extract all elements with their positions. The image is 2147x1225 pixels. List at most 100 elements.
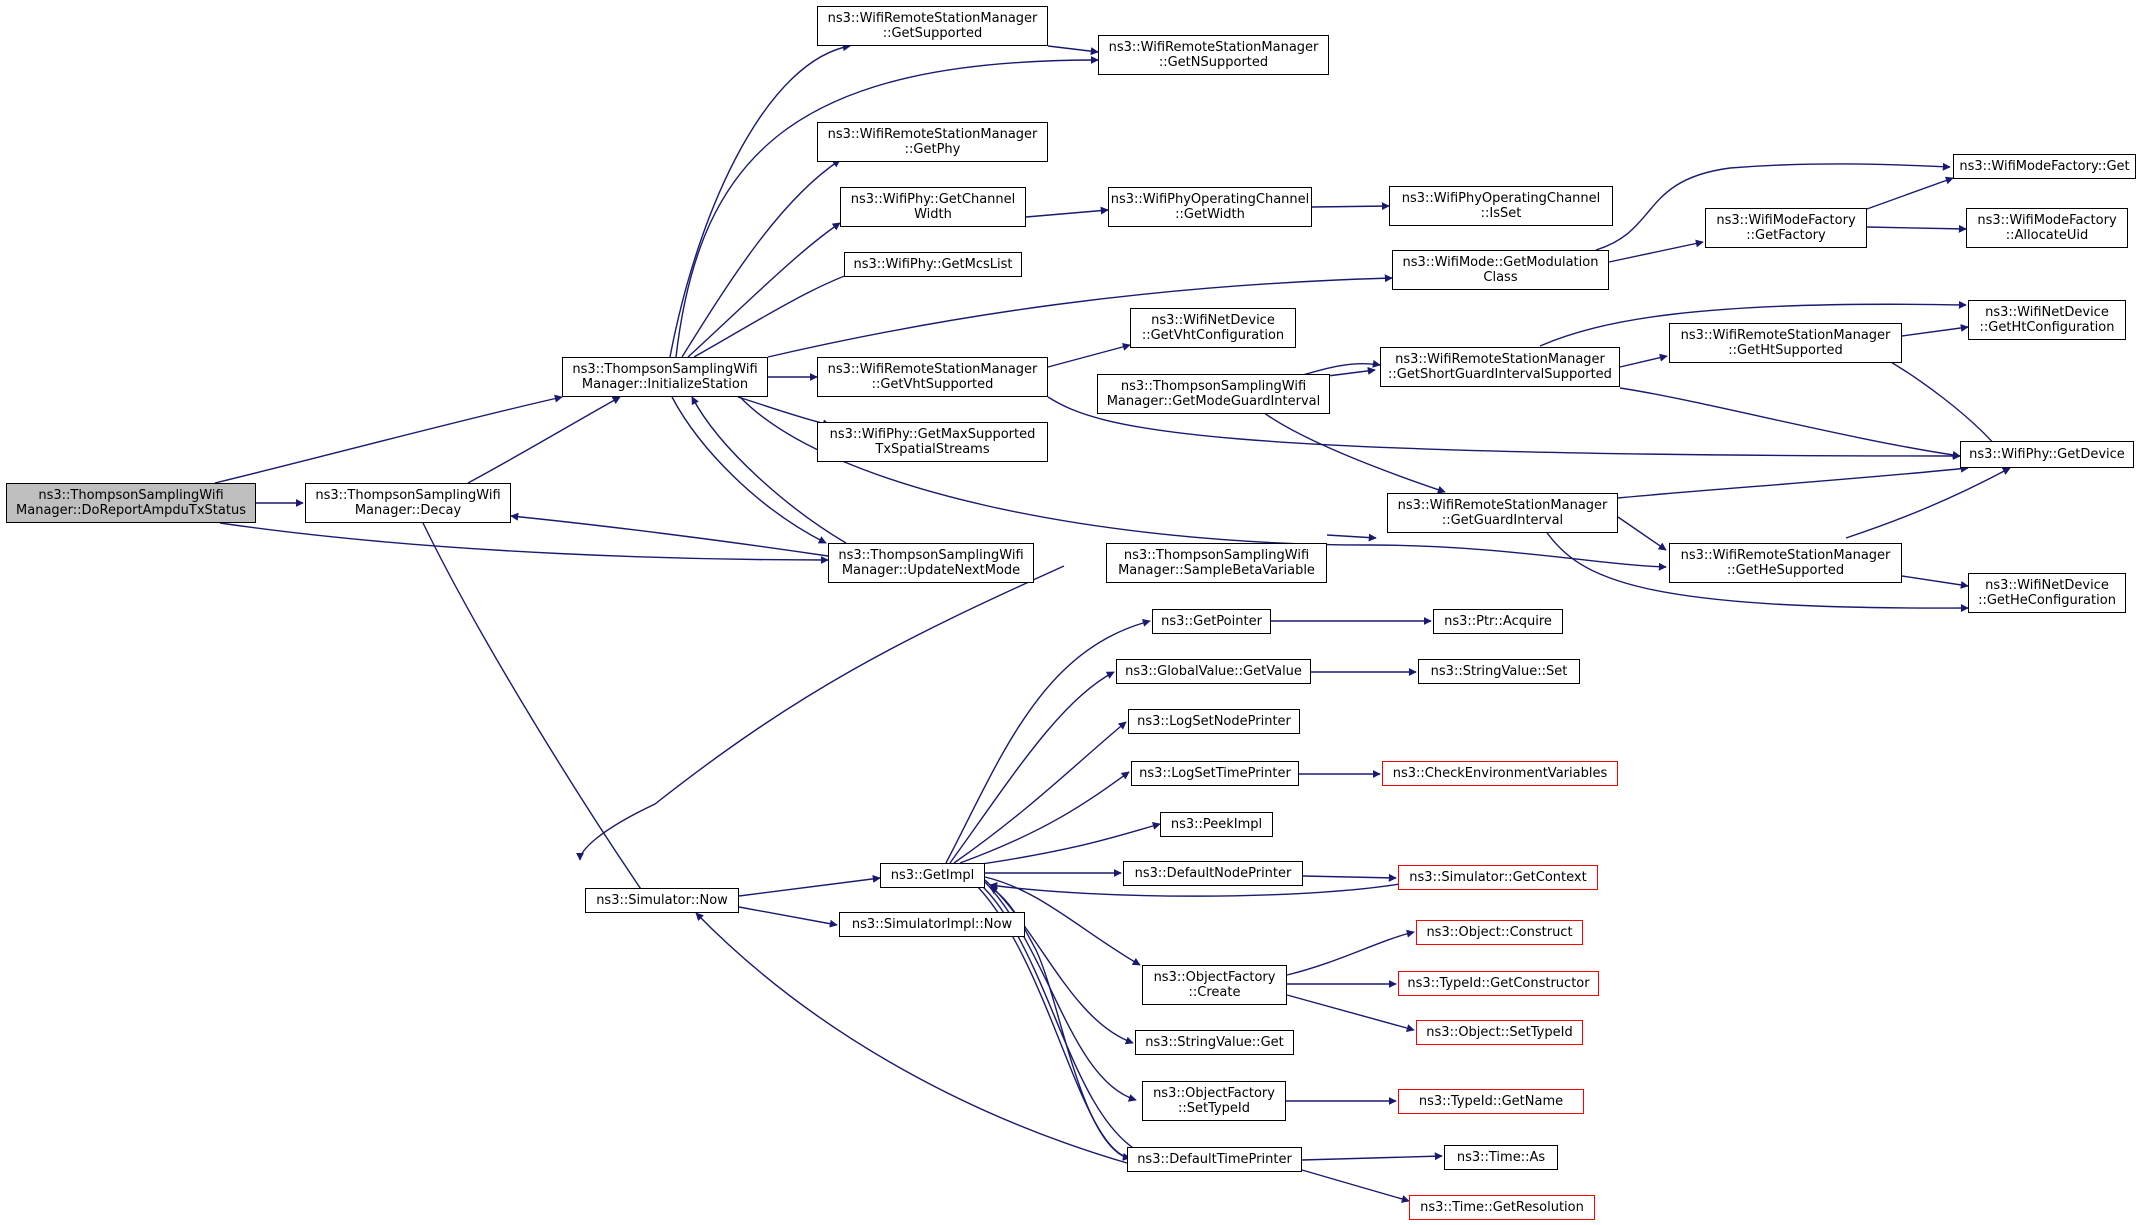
edge bbox=[422, 522, 648, 899]
node-default-node-printer[interactable]: ns3::DefaultNodePrinter bbox=[1123, 861, 1303, 886]
node-string-value-set[interactable]: ns3::StringValue::Set bbox=[1418, 659, 1580, 684]
node-get-impl[interactable]: ns3::GetImpl bbox=[880, 863, 985, 888]
node-allocate-uid[interactable]: ns3::WifiModeFactory ::AllocateUid bbox=[1966, 208, 2128, 248]
edge bbox=[1047, 45, 1099, 56]
node-get-pointer[interactable]: ns3::GetPointer bbox=[1152, 609, 1271, 634]
node-log-set-time-printer[interactable]: ns3::LogSetTimePrinter bbox=[1131, 761, 1299, 786]
node-label-line: ns3::WifiRemoteStationManager bbox=[1395, 352, 1605, 367]
node-sample-beta-variable[interactable]: ns3::ThompsonSamplingWifi Manager::Sampl… bbox=[1106, 543, 1327, 583]
node-label-line: Manager::GetModeGuardInterval bbox=[1106, 394, 1321, 409]
node-label-line: ns3::GetPointer bbox=[1161, 614, 1262, 629]
node-get-supported[interactable]: ns3::WifiRemoteStationManager ::GetSuppo… bbox=[817, 6, 1048, 46]
node-default-time-printer[interactable]: ns3::DefaultTimePrinter bbox=[1127, 1147, 1302, 1172]
node-get-max-supported-tx-spatial-streams[interactable]: ns3::WifiPhy::GetMaxSupported TxSpatialS… bbox=[817, 422, 1048, 462]
node-label-line: ns3::WifiRemoteStationManager bbox=[1680, 548, 1891, 563]
node-get-vht-configuration[interactable]: ns3::WifiNetDevice ::GetVhtConfiguration bbox=[1130, 308, 1296, 348]
node-label-line: ::IsSet bbox=[1480, 206, 1522, 221]
node-label-line: ns3::WifiRemoteStationManager bbox=[1680, 328, 1891, 343]
node-op-channel-get-width[interactable]: ns3::WifiPhyOperatingChannel ::GetWidth bbox=[1108, 187, 1312, 227]
node-label-line: ::GetGuardInterval bbox=[1441, 513, 1564, 528]
node-peek-impl[interactable]: ns3::PeekImpl bbox=[1160, 812, 1273, 837]
edge bbox=[738, 906, 838, 928]
node-get-n-supported[interactable]: ns3::WifiRemoteStationManager ::GetNSupp… bbox=[1098, 35, 1329, 75]
node-label-line: ns3::WifiNetDevice bbox=[1151, 313, 1275, 328]
node-time-as[interactable]: ns3::Time::As bbox=[1444, 1145, 1558, 1170]
edge bbox=[1595, 162, 1951, 251]
node-string-value-get[interactable]: ns3::StringValue::Get bbox=[1135, 1030, 1294, 1055]
node-label-line: Manager::SampleBetaVariable bbox=[1118, 563, 1315, 578]
edge bbox=[737, 396, 831, 428]
edge bbox=[1259, 409, 1446, 494]
node-update-next-mode[interactable]: ns3::ThompsonSamplingWifi Manager::Updat… bbox=[828, 543, 1034, 583]
node-get-short-guard-interval-supported[interactable]: ns3::WifiRemoteStationManager ::GetShort… bbox=[1380, 347, 1620, 387]
node-simulator-now[interactable]: ns3::Simulator::Now bbox=[585, 888, 739, 913]
node-get-he-supported[interactable]: ns3::WifiRemoteStationManager ::GetHeSup… bbox=[1669, 543, 1902, 583]
node-get-factory[interactable]: ns3::WifiModeFactory ::GetFactory bbox=[1705, 208, 1867, 248]
node-get-modulation-class[interactable]: ns3::WifiMode::GetModulation Class bbox=[1392, 250, 1609, 290]
edge bbox=[1544, 529, 1969, 613]
edge bbox=[219, 522, 829, 564]
node-simulator-impl-now[interactable]: ns3::SimulatorImpl::Now bbox=[839, 912, 1025, 937]
node-label-line: ::GetPhy bbox=[904, 142, 961, 157]
node-label-line: ns3::WifiPhy::GetDevice bbox=[1969, 447, 2125, 462]
node-get-guard-interval[interactable]: ns3::WifiRemoteStationManager ::GetGuard… bbox=[1387, 493, 1618, 533]
edge bbox=[738, 874, 881, 897]
edge bbox=[1901, 324, 1969, 337]
edge bbox=[510, 512, 829, 557]
node-typeid-get-constructor[interactable]: ns3::TypeId::GetConstructor bbox=[1398, 971, 1599, 996]
edge bbox=[1539, 300, 1967, 347]
edge bbox=[989, 886, 1128, 1159]
node-label-line: ns3::WifiRemoteStationManager bbox=[827, 127, 1038, 142]
node-get-mode-guard-interval[interactable]: ns3::ThompsonSamplingWifi Manager::GetMo… bbox=[1097, 374, 1330, 414]
node-get-vht-supported[interactable]: ns3::WifiRemoteStationManager ::GetVhtSu… bbox=[817, 357, 1048, 397]
node-ptr-acquire[interactable]: ns3::Ptr::Acquire bbox=[1433, 609, 1563, 634]
node-object-factory-create[interactable]: ns3::ObjectFactory ::Create bbox=[1142, 965, 1287, 1005]
edge bbox=[1311, 202, 1390, 211]
node-object-construct[interactable]: ns3::Object::Construct bbox=[1416, 920, 1583, 945]
node-get-mcs-list[interactable]: ns3::WifiPhy::GetMcsList bbox=[844, 252, 1022, 277]
node-get-ht-configuration[interactable]: ns3::WifiNetDevice ::GetHtConfiguration bbox=[1968, 300, 2126, 340]
edge bbox=[945, 618, 1151, 864]
node-object-set-typeid[interactable]: ns3::Object::SetTypeId bbox=[1416, 1020, 1583, 1045]
node-label-line: ns3::Ptr::Acquire bbox=[1444, 614, 1552, 629]
node-label-line: Class bbox=[1483, 270, 1518, 285]
node-label-line: ns3::ObjectFactory bbox=[1153, 970, 1276, 985]
node-label-line: Manager::Decay bbox=[354, 503, 462, 518]
node-simulator-get-context[interactable]: ns3::Simulator::GetContext bbox=[1398, 865, 1598, 890]
node-initialize-station[interactable]: ns3::ThompsonSamplingWifi Manager::Initi… bbox=[562, 357, 768, 397]
node-time-get-resolution[interactable]: ns3::Time::GetResolution bbox=[1409, 1195, 1595, 1220]
edge bbox=[984, 881, 1137, 1102]
node-decay[interactable]: ns3::ThompsonSamplingWifi Manager::Decay bbox=[305, 483, 511, 523]
node-op-channel-is-set[interactable]: ns3::WifiPhyOperatingChannel ::IsSet bbox=[1389, 186, 1613, 226]
node-label-line: Manager::DoReportAmpduTxStatus bbox=[16, 503, 246, 518]
node-label-line: ns3::ThompsonSamplingWifi bbox=[1123, 548, 1310, 563]
node-label-line: ns3::WifiNetDevice bbox=[1985, 578, 2109, 593]
edge bbox=[691, 396, 847, 544]
node-label-line: ns3::WifiModeFactory bbox=[1977, 213, 2117, 228]
node-label-line: ::GetNSupported bbox=[1158, 55, 1269, 70]
node-get-he-configuration[interactable]: ns3::WifiNetDevice ::GetHeConfiguration bbox=[1968, 573, 2126, 613]
node-check-environment-variables[interactable]: ns3::CheckEnvironmentVariables bbox=[1382, 761, 1618, 786]
node-log-set-node-printer[interactable]: ns3::LogSetNodePrinter bbox=[1128, 709, 1300, 734]
node-object-factory-set-typeid[interactable]: ns3::ObjectFactory ::SetTypeId bbox=[1142, 1081, 1286, 1121]
edge bbox=[1326, 533, 1377, 542]
node-label-line: ns3::SimulatorImpl::Now bbox=[851, 917, 1013, 932]
node-label-line: ns3::WifiRemoteStationManager bbox=[827, 11, 1038, 26]
node-label-line: ns3::Simulator::GetContext bbox=[1409, 870, 1587, 885]
node-get-ht-supported[interactable]: ns3::WifiRemoteStationManager ::GetHtSup… bbox=[1669, 323, 1902, 363]
edge bbox=[214, 394, 563, 484]
node-label-line: ns3::WifiNetDevice bbox=[1985, 305, 2109, 320]
node-typeid-get-name[interactable]: ns3::TypeId::GetName bbox=[1398, 1089, 1584, 1114]
edge bbox=[1301, 1169, 1410, 1203]
edge bbox=[467, 396, 621, 484]
node-get-device[interactable]: ns3::WifiPhy::GetDevice bbox=[1960, 441, 2134, 468]
node-label-line: ns3::GetImpl bbox=[890, 868, 975, 883]
node-do-report-ampdu-tx-status[interactable]: ns3::ThompsonSamplingWifi Manager::DoRep… bbox=[6, 483, 256, 523]
node-global-value-get-value[interactable]: ns3::GlobalValue::GetValue bbox=[1116, 659, 1311, 684]
node-get-phy[interactable]: ns3::WifiRemoteStationManager ::GetPhy bbox=[817, 122, 1048, 162]
node-mode-factory-get[interactable]: ns3::WifiModeFactory::Get bbox=[1953, 154, 2136, 179]
node-label-line: ns3::TypeId::GetConstructor bbox=[1407, 976, 1590, 991]
node-get-channel-width[interactable]: ns3::WifiPhy::GetChannel Width bbox=[840, 187, 1026, 227]
